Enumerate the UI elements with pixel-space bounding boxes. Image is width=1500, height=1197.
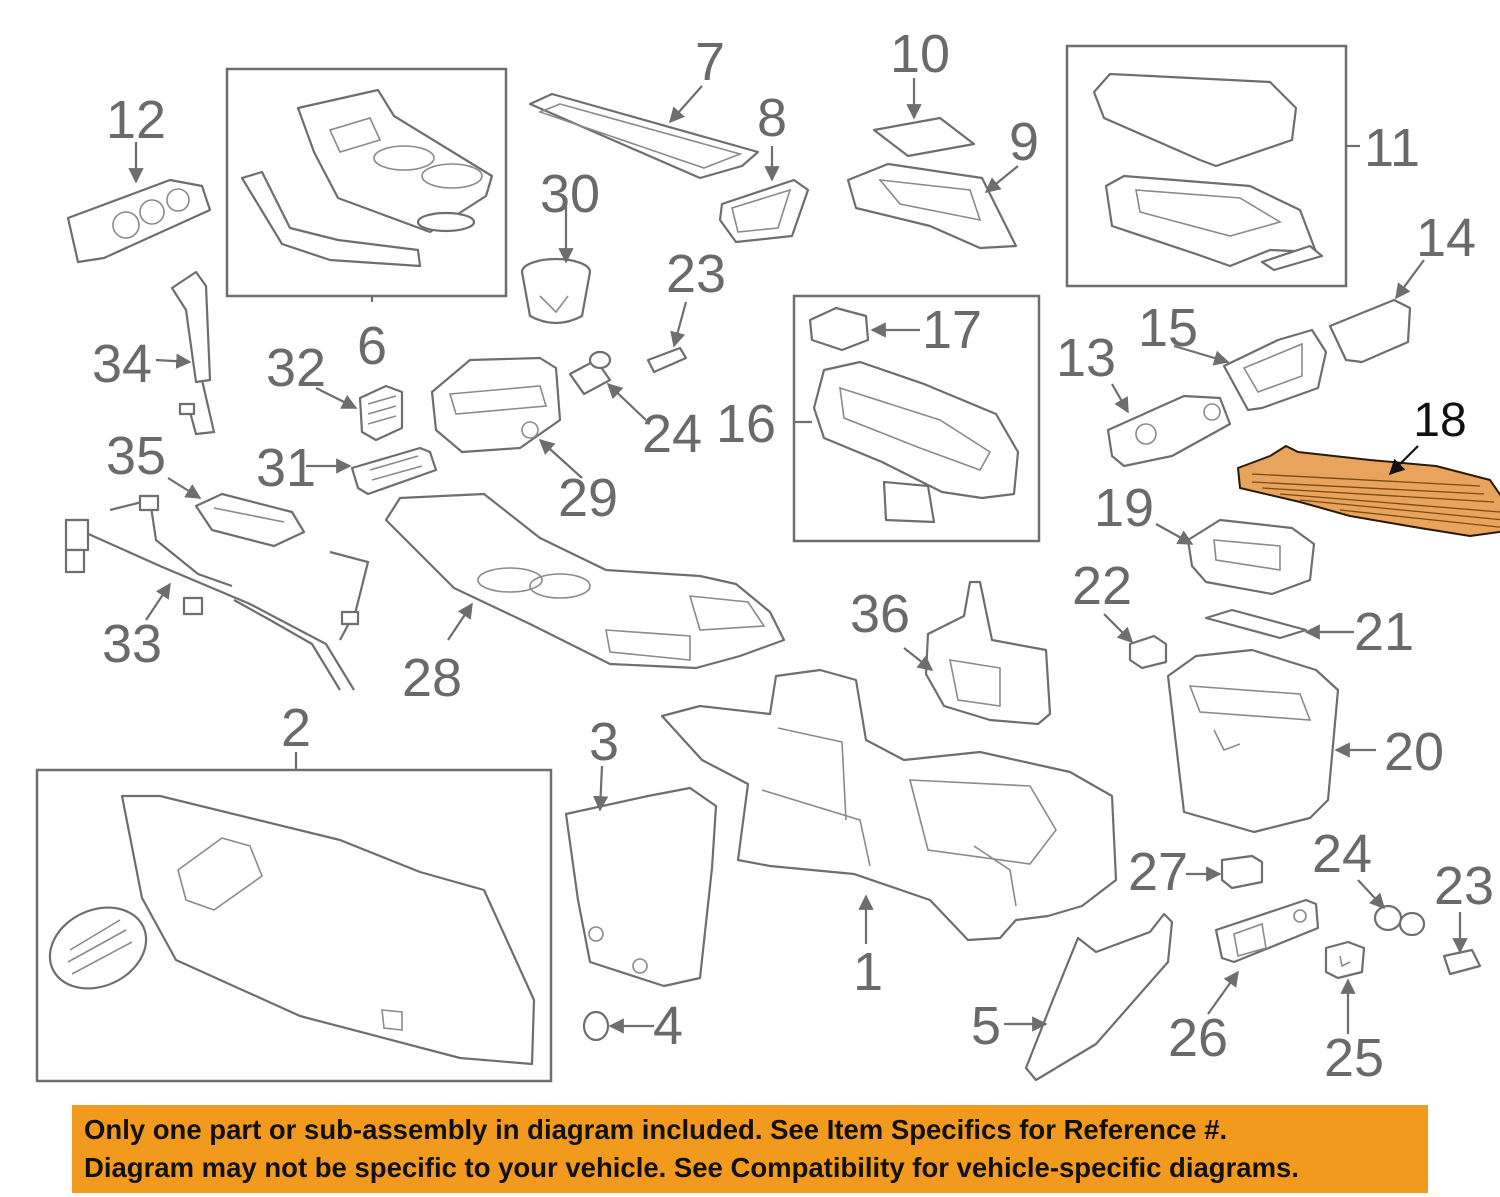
part-31-button-strip (350, 446, 438, 496)
part-35-bracket (194, 492, 306, 548)
part-21-mat (1204, 608, 1308, 640)
callout-25: 25 (1324, 1028, 1384, 1088)
callout-26: 26 (1168, 1008, 1228, 1068)
callout-31: 31 (256, 438, 316, 498)
callout-7: 7 (695, 32, 725, 92)
part-30-cup-holder (520, 257, 592, 325)
part-29-control-head (430, 356, 562, 454)
part-9-tray (846, 162, 1018, 250)
part-24-outlet-lower (1373, 904, 1426, 937)
part-19-storage-bin (1186, 518, 1316, 596)
callout-12: 12 (106, 90, 166, 150)
notice-line-1: Only one part or sub-assembly in diagram… (84, 1114, 1228, 1145)
callout-24-lower: 24 (1312, 824, 1372, 884)
callout-34: 34 (92, 334, 152, 394)
part-16-console-insert (812, 360, 1020, 524)
part-2-side-panel (48, 794, 536, 1066)
callout-33: 33 (102, 614, 162, 674)
callout-27: 27 (1128, 842, 1188, 902)
part-27-module (1220, 854, 1264, 890)
part-33-wiring-harness (64, 494, 370, 691)
leader-lines (128, 78, 1468, 1034)
part-14-door (1328, 298, 1412, 364)
callout-28: 28 (402, 648, 462, 708)
callout-22: 22 (1072, 556, 1132, 616)
part-12-switch-panel (66, 178, 212, 264)
part-24-outlet-upper (568, 350, 612, 396)
callout-20: 20 (1384, 722, 1444, 782)
callout-2: 2 (281, 698, 311, 758)
callout-15: 15 (1138, 298, 1198, 358)
callout-8: 8 (757, 88, 787, 148)
callout-6: 6 (357, 316, 387, 376)
callout-36: 36 (850, 584, 910, 644)
part-22-clip (1128, 634, 1168, 670)
part-7-cover-panel (528, 92, 760, 180)
part-28-console-trim (384, 492, 786, 670)
callout-13: 13 (1056, 328, 1116, 388)
part-32-switch (358, 384, 404, 442)
part-15-bezel (1222, 328, 1328, 412)
callout-23-upper: 23 (666, 244, 726, 304)
part-3-side-panel (564, 786, 718, 988)
part-6-trim-plate (240, 88, 494, 268)
part-23-plug-lower (1442, 948, 1482, 976)
part-8-bezel (718, 178, 810, 244)
callout-4: 4 (653, 996, 683, 1056)
part-4-plug (582, 1010, 610, 1042)
callout-9: 9 (1009, 112, 1039, 172)
part-5-trim-panel (1024, 912, 1174, 1082)
callout-10: 10 (890, 24, 950, 84)
part-11-armrest (1092, 72, 1324, 272)
part-1-console-base (660, 668, 1118, 942)
callout-17: 17 (922, 300, 982, 360)
part-10-mat (872, 116, 976, 158)
group-frame-6 (225, 67, 508, 298)
callout-21: 21 (1354, 602, 1414, 662)
part-36-shifter-base (924, 580, 1052, 726)
callout-3: 3 (589, 712, 619, 772)
callout-32: 32 (266, 338, 326, 398)
part-23-plug-upper (646, 346, 688, 374)
part-26-switch-panel (1214, 898, 1320, 964)
group-frame-11 (1065, 44, 1348, 288)
callout-14: 14 (1416, 208, 1476, 268)
callout-23-lower: 23 (1434, 856, 1494, 916)
callout-19: 19 (1094, 478, 1154, 538)
part-17-latch (808, 306, 870, 352)
callout-30: 30 (540, 164, 600, 224)
callout-16: 16 (716, 394, 776, 454)
callout-24-upper: 24 (642, 404, 702, 464)
callout-labels: 12 6 7 8 9 10 11 14 15 13 17 16 18 19 21… (92, 24, 1494, 1088)
callout-35: 35 (106, 426, 166, 486)
part-20-storage-box (1166, 648, 1340, 834)
callout-1: 1 (853, 942, 883, 1002)
part-25-switch (1324, 940, 1366, 980)
callout-18: 18 (1413, 394, 1466, 447)
part-13-switch-panel (1106, 394, 1232, 468)
callout-29: 29 (558, 468, 618, 528)
notice-line-2: Diagram may not be specific to your vehi… (84, 1152, 1299, 1183)
callout-5: 5 (971, 996, 1001, 1056)
part-34-shift-knob (170, 270, 216, 436)
part-18-highlighted (1237, 445, 1500, 537)
group-frame-2 (35, 768, 553, 1083)
notice-banner: Only one part or sub-assembly in diagram… (72, 1105, 1428, 1193)
callout-11: 11 (1364, 118, 1420, 178)
group-frame-16 (792, 294, 1041, 543)
